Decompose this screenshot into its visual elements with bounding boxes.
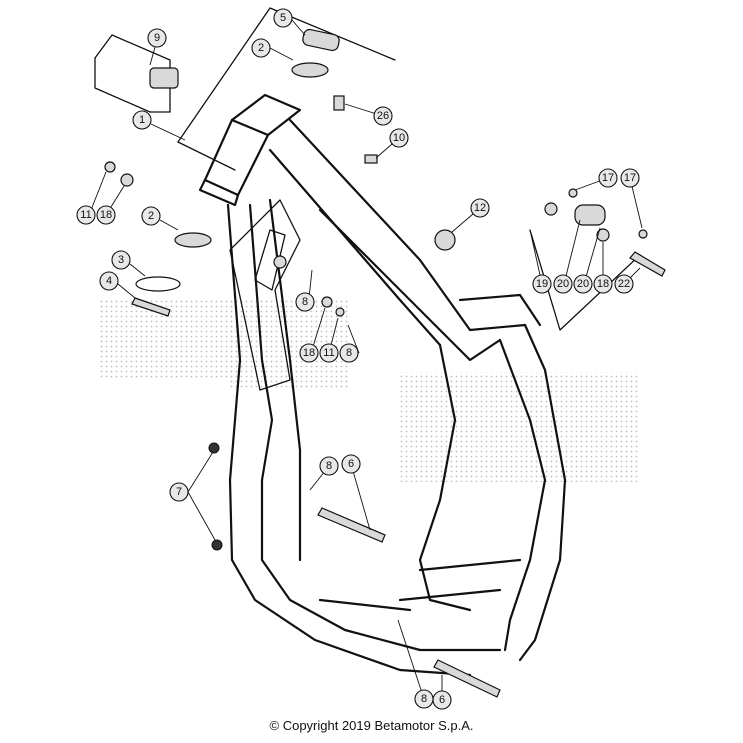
- svg-text:4: 4: [106, 275, 112, 287]
- part-19: [544, 202, 558, 216]
- callout-18-upper: 18: [96, 205, 116, 225]
- part-18-mid: [321, 296, 333, 308]
- callout-6-lower: 6: [432, 690, 452, 710]
- callout-9: 9: [147, 28, 167, 48]
- svg-text:3: 3: [118, 254, 124, 266]
- part-11-mid: [335, 307, 345, 317]
- part-4: [131, 297, 171, 317]
- callout-7: 7: [169, 482, 189, 502]
- part-10: [364, 154, 378, 164]
- part-20: [574, 204, 606, 226]
- svg-text:8: 8: [302, 296, 308, 308]
- callout-17-right: 17: [620, 168, 640, 188]
- svg-text:18: 18: [100, 209, 112, 221]
- callout-22: 22: [614, 274, 634, 294]
- part-22-bolt: [629, 251, 666, 277]
- part-7-upper-nut: [208, 442, 220, 454]
- callout-26: 26: [373, 106, 393, 126]
- svg-text:26: 26: [377, 110, 389, 122]
- callout-8-b: 8: [339, 343, 359, 363]
- callout-19: 19: [532, 274, 552, 294]
- part-26: [333, 95, 345, 111]
- svg-text:12: 12: [474, 202, 486, 214]
- svg-text:22: 22: [618, 278, 630, 290]
- callout-5: 5: [273, 8, 293, 28]
- part-6-lower-bolt: [433, 659, 501, 698]
- svg-text:2: 2: [148, 210, 154, 222]
- loose-parts: [104, 28, 666, 698]
- part-12: [434, 229, 456, 251]
- callout-18-mid: 18: [299, 343, 319, 363]
- part-3: [135, 276, 181, 292]
- callout-10: 10: [389, 128, 409, 148]
- copyright-notice: © Copyright 2019 Betamotor S.p.A.: [269, 718, 474, 733]
- callout-11-mid: 11: [319, 343, 339, 363]
- svg-text:6: 6: [439, 694, 445, 706]
- svg-text:11: 11: [323, 347, 334, 359]
- svg-text:8: 8: [421, 693, 427, 705]
- callout-3: 3: [111, 250, 131, 270]
- svg-text:17: 17: [624, 172, 636, 184]
- part-6-upper-bolt: [317, 507, 386, 543]
- svg-text:1: 1: [139, 114, 145, 126]
- part-8-bushing: [273, 255, 287, 269]
- svg-text:20: 20: [557, 278, 569, 290]
- svg-text:11: 11: [80, 209, 91, 221]
- callout-2-lower: 2: [141, 206, 161, 226]
- svg-text:20: 20: [577, 278, 589, 290]
- callout-8-a: 8: [295, 292, 315, 312]
- callout-20-right: 20: [573, 274, 593, 294]
- group-outline: [94, 7, 641, 331]
- svg-text:6: 6: [348, 458, 354, 470]
- svg-text:8: 8: [326, 460, 332, 472]
- part-5: [302, 28, 340, 52]
- svg-text:19: 19: [536, 278, 548, 290]
- svg-text:7: 7: [176, 486, 182, 498]
- part-17-right: [638, 229, 648, 239]
- leader-lines: [88, 19, 643, 700]
- callout-8-c: 8: [319, 456, 339, 476]
- part-17-left: [568, 188, 578, 198]
- svg-text:5: 5: [280, 12, 286, 24]
- part-2-upper: [291, 62, 329, 78]
- main-frame: [198, 93, 567, 677]
- callout-2-upper: 2: [251, 38, 271, 58]
- callout-18-right: 18: [593, 274, 613, 294]
- part-2-lower: [174, 232, 212, 248]
- callout-4: 4: [99, 271, 119, 291]
- svg-text:8: 8: [346, 347, 352, 359]
- part-18-upper: [120, 173, 134, 187]
- svg-text:2: 2: [258, 42, 264, 54]
- callout-11-upper: 11: [76, 205, 96, 225]
- part-18-right: [596, 228, 610, 242]
- callout-6-upper: 6: [341, 454, 361, 474]
- callout-1: 1: [132, 110, 152, 130]
- svg-text:17: 17: [602, 172, 614, 184]
- part-9-lock: [149, 67, 179, 89]
- svg-text:18: 18: [303, 347, 315, 359]
- callout-20-left: 20: [553, 274, 573, 294]
- svg-text:18: 18: [597, 278, 609, 290]
- part-11-upper: [104, 161, 116, 173]
- svg-text:10: 10: [393, 132, 405, 144]
- callouts: 1 2 2 3 4 5 6 6 7 8 8 8 8 9 10 11 11 12 …: [76, 8, 640, 710]
- callout-8-d: 8: [414, 689, 434, 709]
- callout-17-left: 17: [598, 168, 618, 188]
- part-7-lower-nut: [211, 539, 223, 551]
- svg-text:9: 9: [154, 32, 160, 44]
- callout-12: 12: [470, 198, 490, 218]
